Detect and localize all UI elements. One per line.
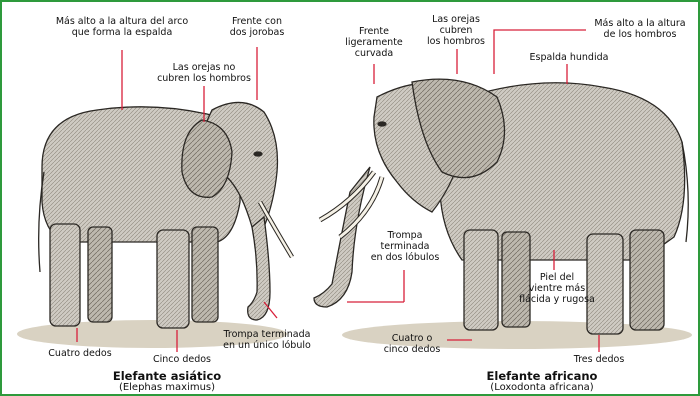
african-front-toes-label: Cuatro o cinco dedos (380, 333, 444, 355)
asian-height-label: Más alto a la altura del arco que forma … (42, 16, 202, 38)
african-subtitle: (Loxodonta africana) (462, 382, 622, 393)
asian-trunk-label: Trompa terminada en un único lóbulo (212, 329, 322, 351)
african-height-label: Más alto a la altura de los hombros (584, 18, 696, 40)
african-trunk-label: Trompa terminada en dos lóbulos (360, 230, 450, 263)
african-ears-label: Las orejas cubren los hombros (414, 14, 498, 47)
asian-hind-toes-label: Cuatro dedos (40, 348, 120, 359)
asian-subtitle: (Elephas maximus) (92, 382, 242, 393)
asian-forehead-label: Frente con dos jorobas (219, 16, 295, 38)
african-elephant-figure (314, 79, 688, 334)
african-forehead-label: Frente ligeramente curvada (332, 26, 416, 59)
african-hind-toes-label: Tres dedos (557, 354, 641, 365)
asian-ears-label: Las orejas no cubren los hombros (144, 62, 264, 84)
asian-front-toes-label: Cinco dedos (142, 354, 222, 365)
african-back-label: Espalda hundida (517, 52, 621, 63)
asian-elephant-figure (39, 102, 292, 328)
african-belly-label: Piel del vientre más flácida y rugosa (510, 272, 604, 305)
